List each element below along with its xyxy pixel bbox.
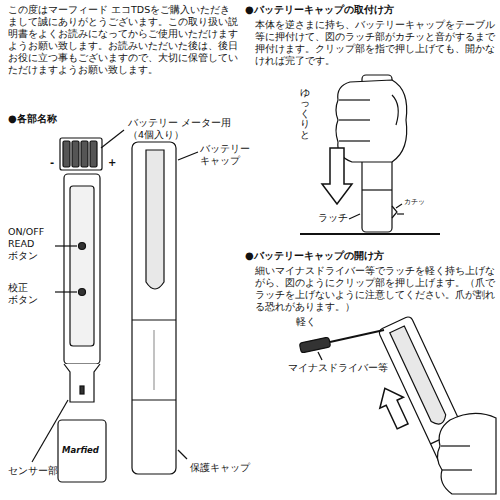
part-name: 校正 ボタン: [8, 282, 54, 306]
section-heading: ●バッテリーキャップの取付け方: [245, 4, 394, 17]
motion-note: 軽く: [296, 316, 316, 328]
tool-name: マイナスドライバー等: [288, 362, 388, 374]
part-name: バッテリー メーター用（4個入り）: [128, 117, 236, 141]
intro-text: この度はマーフィード エコTDSをご購入いただきまして誠にありがとうございます。…: [8, 4, 238, 76]
polarity-mark: -: [50, 157, 54, 170]
part-name: バッテリー キャップ: [200, 143, 256, 167]
polarity-mark: +: [108, 157, 116, 170]
part-name: ラッチ: [318, 212, 348, 224]
section-heading: ●バッテリーキャップの開け方: [245, 250, 384, 263]
part-name: センサー部: [8, 465, 58, 477]
motion-note: ゆっくりと: [300, 88, 310, 140]
sound-note: カチッ: [404, 198, 425, 207]
brand-logo: Marfied: [62, 445, 99, 456]
part-name: ON/OFF READ ボタン: [8, 226, 54, 262]
instruction-text: 細いマイナスドライバー等でラッチを軽く持ち上げながら、図のようにクリップ部を押し…: [255, 265, 495, 313]
instruction-text: 本体を逆さまに持ち、バッテリーキャップをテーブル等に押付けて、図のラッチ部がカチ…: [255, 19, 495, 67]
part-name: 保護キャップ: [190, 462, 250, 474]
section-heading: ●各部名称: [8, 113, 57, 126]
